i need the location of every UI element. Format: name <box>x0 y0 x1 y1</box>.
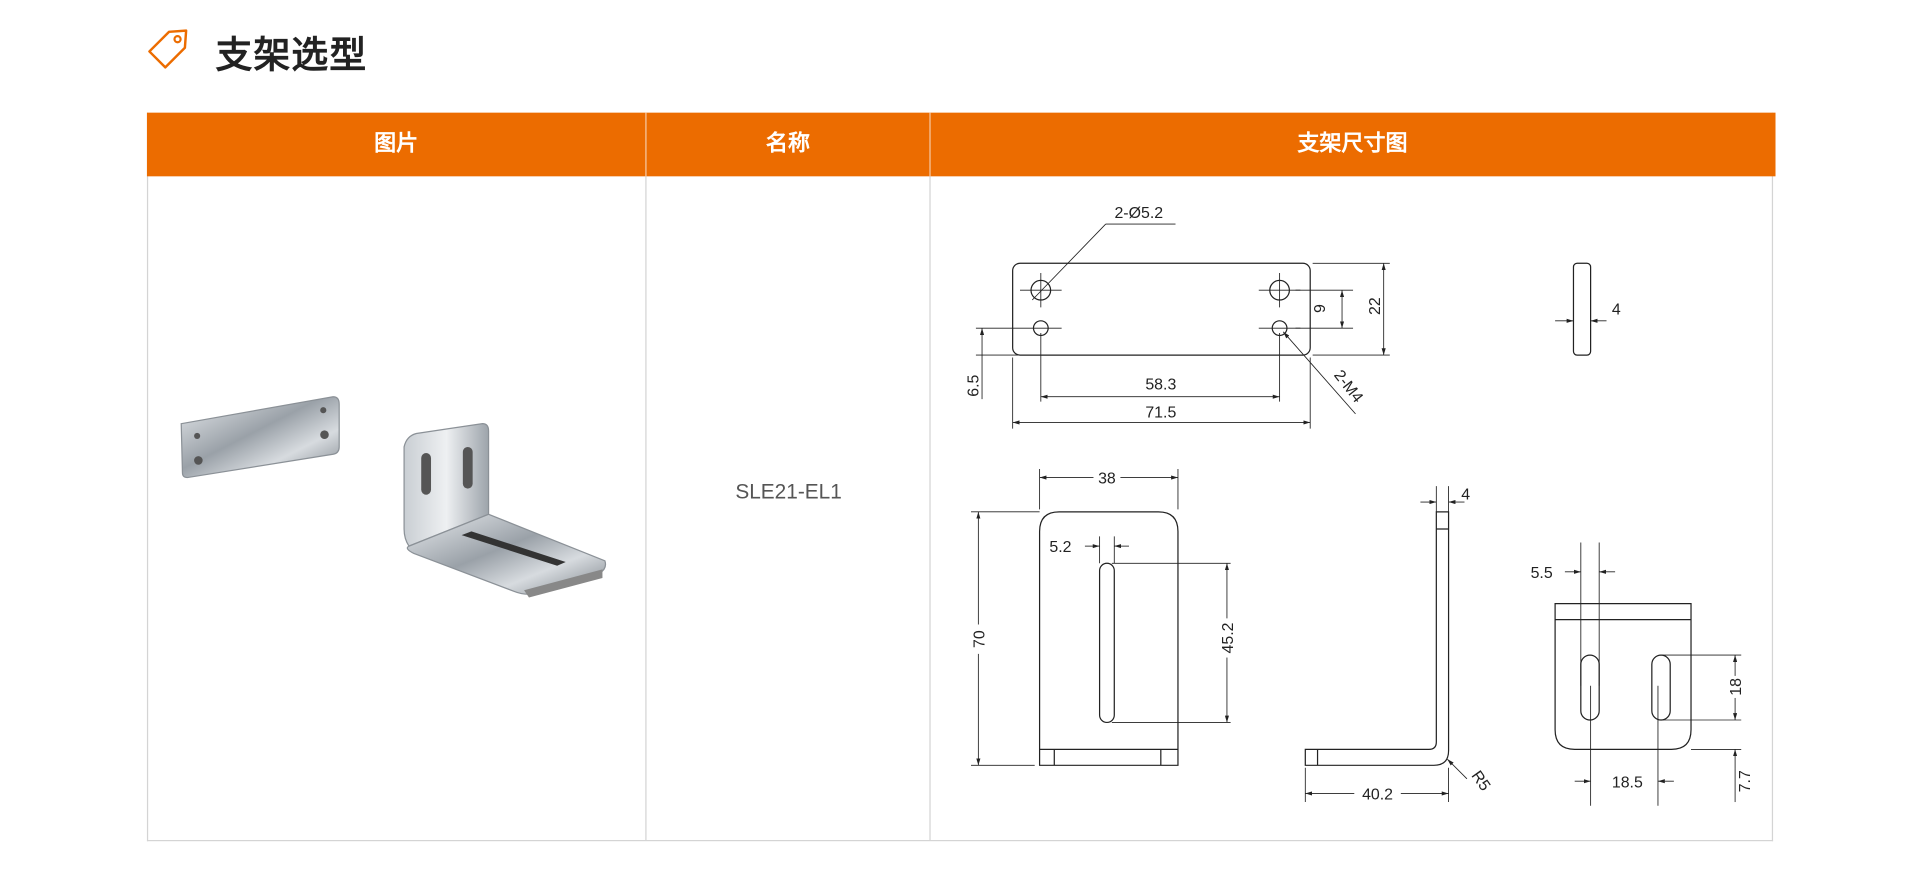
l-bracket-photo <box>403 423 607 598</box>
dim-slot-length: 45.2 <box>1220 622 1237 653</box>
dim-plate-length: 71.5 <box>1145 405 1176 422</box>
plate-front-view: 2-Ø5.2 22 9 6.5 58.3 71.5 2-M4 <box>965 205 1390 429</box>
plate-side-view: 4 <box>1555 262 1621 356</box>
header-name: 名称 <box>765 131 811 157</box>
bracket-side-view: 4 40.2 R5 <box>1304 486 1494 804</box>
bracket-front-view: 38 70 5.2 45.2 <box>969 467 1237 766</box>
dim-bend-radius: R5 <box>1468 768 1494 795</box>
dim-bracket-height: 70 <box>971 630 988 648</box>
dim-base-slot-pitch: 18.5 <box>1612 774 1643 791</box>
dim-base-slot-length: 18 <box>1728 678 1745 696</box>
page-title: 支架选型 <box>215 34 368 78</box>
table-header: 图片 名称 支架尺寸图 <box>146 112 1776 177</box>
header-dimension-drawing: 支架尺寸图 <box>1297 131 1408 157</box>
dim-hole-offset: 6.5 <box>965 375 982 397</box>
dim-base-length: 40.2 <box>1362 787 1393 804</box>
dim-threads: 2-M4 <box>1330 367 1366 406</box>
dim-holes: 2-Ø5.2 <box>1114 205 1163 222</box>
dim-plate-height: 22 <box>1367 297 1384 315</box>
dim-hole-spacing: 9 <box>1312 304 1329 313</box>
mounting-plate-photo <box>180 396 340 479</box>
header-image: 图片 <box>374 131 419 157</box>
bracket-table: 图片 名称 支架尺寸图 SLE21-EL1 <box>146 112 1776 842</box>
dim-bracket-thickness: 4 <box>1461 487 1470 504</box>
dim-hole-pitch: 58.3 <box>1145 376 1176 393</box>
bracket-base-view: 5.5 18.5 18 7.7 <box>1531 542 1754 806</box>
tag-icon <box>148 29 188 69</box>
dim-plate-thickness: 4 <box>1612 302 1621 319</box>
dim-base-slot-width: 5.5 <box>1531 565 1553 582</box>
dim-bracket-width: 38 <box>1098 471 1116 488</box>
dim-slot-width: 5.2 <box>1049 539 1071 556</box>
product-name: SLE21-EL1 <box>735 480 842 504</box>
dim-base-slot-offset: 7.7 <box>1737 770 1754 792</box>
